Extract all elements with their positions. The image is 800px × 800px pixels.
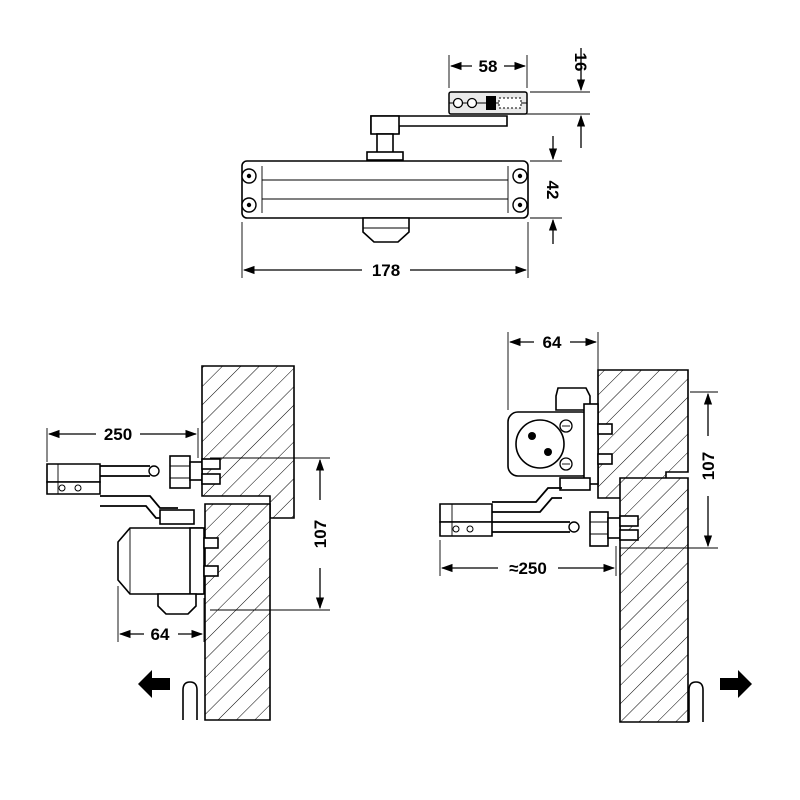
screw-icon <box>241 168 257 184</box>
dim-mount-height: 107 <box>210 457 330 611</box>
closer-arm-lower <box>492 511 639 547</box>
left-view: 250 107 64 <box>46 365 330 721</box>
dim-label: 107 <box>699 452 718 480</box>
door-handle <box>182 681 198 720</box>
door-handle <box>688 681 704 722</box>
dim-label: 64 <box>543 333 562 352</box>
arrow-left-icon <box>138 670 170 698</box>
dim-body-depth: 64 <box>117 586 205 644</box>
closer-arm <box>366 115 508 161</box>
top-view: 58 16 42 178 <box>241 48 590 280</box>
door-leaf-section <box>619 477 689 723</box>
closer-arm-upper <box>492 487 562 513</box>
screw-icon <box>512 197 528 213</box>
dim-arm-reach: ≈250 <box>439 540 617 578</box>
door-frame-section <box>597 369 689 499</box>
dim-body-length: 178 <box>241 222 529 280</box>
screw-icon <box>241 197 257 213</box>
dim-label: 16 <box>571 53 590 72</box>
closer-body <box>507 387 613 491</box>
dim-label: 42 <box>543 181 562 200</box>
dim-arm-reach: 250 <box>46 425 199 462</box>
dim-arm-shoe-height: 16 <box>512 48 590 148</box>
dim-label: 107 <box>311 520 330 548</box>
dim-label: ≈250 <box>509 559 547 578</box>
closer-arm-upper <box>100 455 221 489</box>
dim-body-height: 42 <box>530 136 562 244</box>
closer-body <box>241 160 529 243</box>
dim-label: 58 <box>479 57 498 76</box>
right-view: 64 107 ≈250 <box>439 332 752 723</box>
closer-arm-lower <box>100 495 195 525</box>
arrow-right-icon <box>720 670 752 698</box>
screw-icon <box>512 168 528 184</box>
dim-mount-height: 107 <box>620 391 718 549</box>
arm-shoe <box>439 503 493 537</box>
arm-shoe <box>448 91 528 115</box>
screw-icon <box>559 419 573 433</box>
door-frame-section <box>201 365 295 519</box>
dim-label: 178 <box>372 261 400 280</box>
closer-body <box>117 527 219 615</box>
dim-label: 64 <box>151 625 170 644</box>
arm-shoe <box>46 463 101 495</box>
door-leaf-section <box>204 503 271 721</box>
screw-icon <box>559 457 573 471</box>
dim-label: 250 <box>104 425 132 444</box>
dim-body-depth: 64 <box>507 332 599 410</box>
dim-arm-shoe-width: 58 <box>448 55 528 88</box>
